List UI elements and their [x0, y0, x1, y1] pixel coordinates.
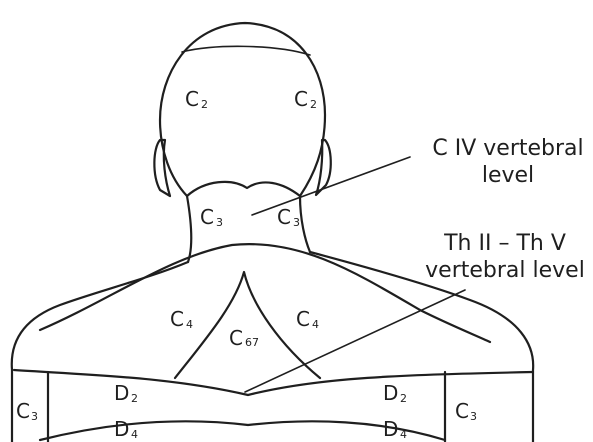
- label-head-left: C 2: [185, 87, 208, 111]
- svg-text:C: C: [296, 307, 310, 331]
- svg-text:C: C: [170, 307, 184, 331]
- svg-text:D: D: [114, 381, 129, 405]
- svg-text:4: 4: [131, 428, 138, 441]
- label-back-right-d4: D 4: [383, 417, 407, 441]
- label-back-left-d4: D 4: [114, 417, 138, 441]
- th-annotation-line1: Th II – Th V: [443, 231, 566, 256]
- label-neck-right: C 3: [277, 205, 300, 229]
- th-annotation: Th II – Th V vertebral level: [425, 231, 585, 283]
- svg-text:C: C: [185, 87, 199, 111]
- th-annotation-line2: vertebral level: [425, 258, 585, 283]
- label-neck-left: C 3: [200, 205, 223, 229]
- svg-text:3: 3: [293, 216, 300, 229]
- th-pointer-line: [245, 290, 465, 392]
- c4-annotation-line2: level: [482, 163, 534, 188]
- label-shoulder-right: C 4: [296, 307, 319, 331]
- svg-text:D: D: [383, 417, 398, 441]
- svg-text:C: C: [229, 326, 243, 350]
- label-shoulder-left: C 4: [170, 307, 193, 331]
- svg-text:D: D: [383, 381, 398, 405]
- svg-text:D: D: [114, 417, 129, 441]
- c4-annotation: C IV vertebral level: [432, 136, 583, 188]
- back-band-upper: [14, 370, 533, 395]
- svg-text:2: 2: [310, 98, 317, 111]
- collar-arc: [40, 244, 490, 342]
- label-head-right: C 2: [294, 87, 317, 111]
- svg-text:2: 2: [201, 98, 208, 111]
- svg-text:C: C: [294, 87, 308, 111]
- neck-right-edge: [300, 196, 310, 252]
- label-arm-left: C 3: [16, 399, 38, 423]
- svg-text:67: 67: [245, 336, 259, 349]
- svg-text:4: 4: [400, 428, 407, 441]
- label-back-right-d2: D 2: [383, 381, 407, 405]
- svg-text:4: 4: [312, 318, 319, 331]
- label-upper-back: C 67: [229, 326, 259, 350]
- c4-annotation-line1: C IV vertebral: [432, 136, 583, 161]
- svg-text:3: 3: [31, 410, 38, 423]
- svg-text:2: 2: [131, 392, 138, 405]
- svg-text:C: C: [455, 399, 469, 423]
- svg-text:3: 3: [216, 216, 223, 229]
- hairline: [182, 46, 310, 55]
- svg-text:C: C: [277, 205, 291, 229]
- svg-text:2: 2: [400, 392, 407, 405]
- svg-text:C: C: [16, 399, 30, 423]
- neck-left-edge: [187, 196, 191, 262]
- label-back-left-d2: D 2: [114, 381, 138, 405]
- label-arm-right: C 3: [455, 399, 477, 423]
- svg-text:4: 4: [186, 318, 193, 331]
- svg-text:C: C: [200, 205, 214, 229]
- svg-text:3: 3: [470, 410, 477, 423]
